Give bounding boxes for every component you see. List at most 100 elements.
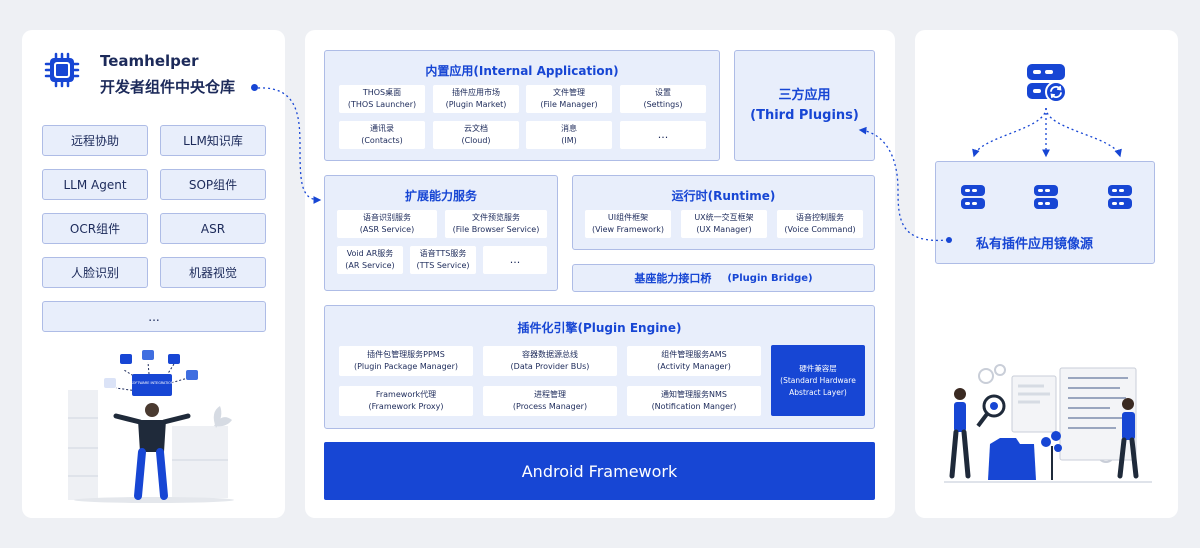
cell-line2: (THOS Launcher) bbox=[347, 100, 417, 109]
debug-team-illustration bbox=[940, 362, 1156, 484]
runtime-cell-view-framework[interactable]: UI组件框架 (View Framework) bbox=[585, 210, 671, 238]
cell-line2: (File Browser Service) bbox=[452, 225, 540, 234]
cell-line1: 云文档 bbox=[464, 124, 488, 133]
repo-subtitle: 开发者组件中央仓库 bbox=[100, 78, 236, 96]
runtime-cell-ux-manager[interactable]: UX统一交互框架 (UX Manager) bbox=[681, 210, 767, 238]
cell-line2: (UX Manager) bbox=[696, 225, 752, 234]
cell-line1: 语音TTS服务 bbox=[419, 249, 467, 258]
cell-line1: 语音控制服务 bbox=[796, 213, 844, 222]
third-plugins-subtitle: (Third Plugins) bbox=[750, 107, 859, 123]
cell-line1: 插件应用市场 bbox=[452, 88, 500, 97]
android-framework-bar[interactable]: Android Framework bbox=[324, 442, 875, 500]
runtime-title: 运行时(Runtime) bbox=[671, 189, 776, 203]
third-plugins-box[interactable]: 三方应用 (Third Plugins) bbox=[734, 50, 875, 161]
hal-line2: (Standard Hardware bbox=[780, 375, 856, 385]
cell-line2: (AR Service) bbox=[345, 261, 395, 270]
developer-repo-panel: Teamhelper 开发者组件中央仓库 远程协助 LLM知识库 LLM Age… bbox=[22, 30, 285, 518]
plugin-bridge-box[interactable]: 基座能力接口桥 (Plugin Bridge) bbox=[572, 264, 875, 292]
cell-line2: (TTS Service) bbox=[416, 261, 470, 270]
cell-line2: (IM) bbox=[561, 136, 577, 145]
extension-cell-ar[interactable]: Void AR服务 (AR Service) bbox=[337, 246, 403, 274]
component-ocr[interactable]: OCR组件 bbox=[42, 213, 148, 244]
repo-title: Teamhelper bbox=[100, 52, 199, 70]
cell-line1: 组件管理服务AMS bbox=[661, 350, 727, 359]
connector-dot bbox=[251, 84, 258, 91]
component-face-recognition[interactable]: 人脸识别 bbox=[42, 257, 148, 288]
plugin-bridge-subtitle: (Plugin Bridge) bbox=[727, 272, 813, 284]
cell-line1: UX统一交互框架 bbox=[694, 213, 754, 222]
cell-line2: (Process Manager) bbox=[512, 402, 588, 411]
plugin-engine-box: 插件化引擎(Plugin Engine) 插件包管理服务PPMS(Plugin … bbox=[324, 305, 875, 429]
extension-cell-more[interactable]: ... bbox=[483, 246, 547, 274]
engine-cell-data-provider[interactable]: 容器数据源总线 (Data Provider BUs) bbox=[483, 346, 617, 376]
cell-line1: 文件管理 bbox=[553, 88, 585, 97]
extension-services-box: 扩展能力服务 语音识别服务 (ASR Service) 文件预览服务 (File B… bbox=[324, 175, 558, 291]
server-icon bbox=[960, 184, 986, 210]
component-llm-knowledge[interactable]: LLM知识库 bbox=[160, 125, 266, 156]
cell-line2: (ASR Service) bbox=[359, 225, 415, 234]
engine-cell-ams[interactable]: 组件管理服务AMS (Activity Manager) bbox=[627, 346, 761, 376]
hal-line1: 硬件兼容层 bbox=[799, 363, 837, 373]
cell-line1: 文件预览服务 bbox=[472, 213, 520, 222]
plugin-bridge-title: 基座能力接口桥 bbox=[634, 272, 712, 285]
component-asr[interactable]: ASR bbox=[160, 213, 266, 244]
extension-cell-asr[interactable]: 语音识别服务 (ASR Service) bbox=[337, 210, 437, 238]
cell-line1: ... bbox=[509, 253, 521, 266]
component-more[interactable]: ... bbox=[42, 301, 266, 332]
component-remote-assist[interactable]: 远程协助 bbox=[42, 125, 148, 156]
cell-line1: Framework代理 bbox=[375, 390, 437, 399]
engine-cell-process-manager[interactable]: 进程管理(Process Manager) bbox=[483, 386, 617, 416]
cell-line2: (Notification Manger) bbox=[651, 402, 737, 411]
third-plugins-title: 三方应用 bbox=[778, 87, 831, 103]
cell-line1: ... bbox=[657, 128, 669, 141]
software-integration-illustration: SOFTWARE INTEGRATION bbox=[64, 348, 244, 510]
cell-line1: 通知管理服务NMS bbox=[661, 390, 727, 399]
cell-line2: (View Framework) bbox=[591, 225, 665, 234]
cell-line2: (Plugin Market) bbox=[445, 100, 507, 109]
server-sync-icon bbox=[1025, 62, 1069, 106]
internal-cell-settings[interactable]: 设置 (Settings) bbox=[620, 85, 706, 113]
server-icon bbox=[1033, 184, 1059, 210]
engine-cell-hal[interactable]: 硬件兼容层 (Standard Hardware Abstract Layer) bbox=[771, 345, 865, 416]
extension-cell-file-browser[interactable]: 文件预览服务 (File Browser Service) bbox=[445, 210, 547, 238]
hal-line3: Abstract Layer) bbox=[789, 387, 847, 397]
cell-line2: (Activity Manager) bbox=[657, 362, 731, 371]
cell-line1: 容器数据源总线 bbox=[522, 350, 578, 359]
cell-line2: (Voice Command) bbox=[784, 225, 856, 234]
extension-cell-tts[interactable]: 语音TTS服务 (TTS Service) bbox=[410, 246, 476, 274]
cell-line1: Void AR服务 bbox=[346, 249, 394, 258]
internal-cell-cloud[interactable]: 云文档(Cloud) bbox=[433, 121, 519, 149]
internal-cell-more[interactable]: ... bbox=[620, 121, 706, 149]
cell-line1: 设置 bbox=[655, 88, 671, 97]
cell-line2: (Settings) bbox=[643, 100, 683, 109]
android-framework-title: Android Framework bbox=[521, 461, 678, 481]
component-machine-vision[interactable]: 机器视觉 bbox=[160, 257, 266, 288]
runtime-box: 运行时(Runtime) UI组件框架 (View Framework) UX统一… bbox=[572, 175, 875, 250]
server-icon bbox=[1107, 184, 1133, 210]
cell-line2: (Plugin Package Manager) bbox=[353, 362, 459, 371]
extension-services-title: 扩展能力服务 bbox=[404, 189, 477, 203]
engine-cell-ppms[interactable]: 插件包管理服务PPMS(Plugin Package Manager) bbox=[339, 346, 473, 376]
internal-application-title: 内置应用(Internal Application) bbox=[425, 64, 619, 78]
internal-cell-plugin-market[interactable]: 插件应用市场 (Plugin Market) bbox=[433, 85, 519, 113]
cell-line1: UI组件框架 bbox=[607, 213, 649, 222]
internal-cell-file-manager[interactable]: 文件管理 (File Manager) bbox=[526, 85, 612, 113]
plugin-engine-title: 插件化引擎(Plugin Engine) bbox=[517, 321, 682, 335]
runtime-cell-voice-command[interactable]: 语音控制服务 (Voice Command) bbox=[777, 210, 863, 238]
cell-line1: 语音识别服务 bbox=[363, 213, 411, 222]
internal-cell-contacts[interactable]: 通讯录(Contacts) bbox=[339, 121, 425, 149]
internal-cell-launcher[interactable]: THOS桌面 (THOS Launcher) bbox=[339, 85, 425, 113]
engine-cell-framework-proxy[interactable]: Framework代理(Framework Proxy) bbox=[339, 386, 473, 416]
cell-line2: (Data Provider BUs) bbox=[510, 362, 590, 371]
cell-line2: (Contacts) bbox=[361, 136, 403, 145]
illustration-label-text: SOFTWARE INTEGRATION bbox=[131, 381, 174, 385]
chip-icon bbox=[44, 52, 80, 88]
component-sop[interactable]: SOP组件 bbox=[160, 169, 266, 200]
private-mirror-box: 私有插件应用镜像源 bbox=[935, 161, 1155, 264]
component-llm-agent[interactable]: LLM Agent bbox=[42, 169, 148, 200]
internal-cell-im[interactable]: 消息 (IM) bbox=[526, 121, 612, 149]
cell-line2: (File Manager) bbox=[540, 100, 598, 109]
cell-line1: 消息 bbox=[561, 124, 577, 133]
cell-line1: THOS桌面 bbox=[362, 88, 402, 97]
engine-cell-nms[interactable]: 通知管理服务NMS (Notification Manger) bbox=[627, 386, 761, 416]
